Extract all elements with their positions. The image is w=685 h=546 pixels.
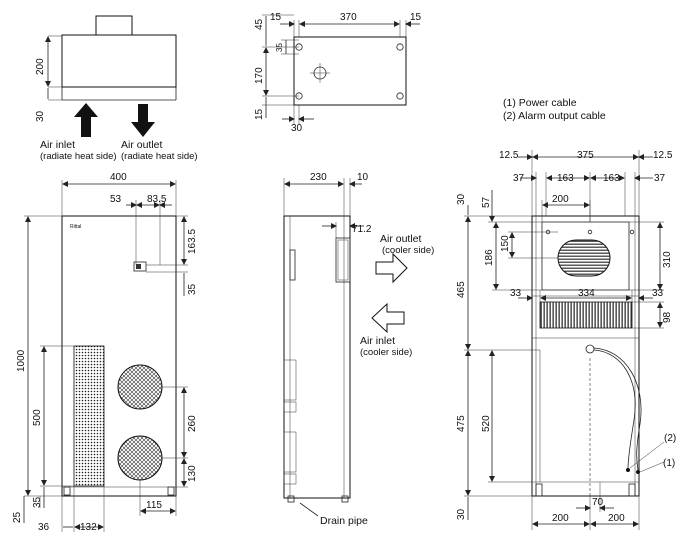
air-outlet-label: Air outlet	[121, 139, 163, 151]
side-view: 200 30 Air inlet (radiate heat side) Air…	[35, 15, 198, 162]
legend-power-cable: (1) Power cable	[503, 97, 577, 109]
dim-45-mount: 45	[254, 18, 265, 30]
dim-150-rear: 150	[500, 235, 511, 252]
unit-top-body	[61, 34, 177, 88]
dim-400-front: 400	[110, 172, 127, 183]
dim-15-mount-right: 15	[410, 12, 422, 23]
dim-370-mount: 370	[340, 12, 357, 23]
dim-83-5-front: 83.5	[147, 194, 167, 205]
dim-163-5-front: 163.5	[187, 229, 198, 254]
arrow-up-icon	[74, 103, 98, 137]
air-inlet-sub-label: (radiate heat side)	[40, 151, 117, 162]
dim-35-front-left: 35	[32, 496, 43, 508]
dim-15-mount-left: 15	[270, 12, 282, 23]
rear-fan-grille	[557, 239, 611, 277]
profile-view: 230 10 71.2 Air outlet (cooler side) Air…	[283, 172, 434, 527]
callout-2: (2)	[664, 433, 676, 444]
rear-view: (2) (1) 12.5 375 12.5 37 163 163 37 200 …	[456, 150, 676, 530]
dim-475-rear: 475	[456, 415, 467, 432]
dim-200-rear-top: 200	[552, 194, 569, 205]
dim-30-rear-top: 30	[456, 193, 467, 205]
dim-260-front: 260	[187, 415, 198, 432]
dim-163-rear-b: 163	[603, 173, 620, 184]
dim-53-front: 53	[110, 194, 122, 205]
air-inlet-cooler-sub: (cooler side)	[360, 347, 412, 358]
dim-115-front: 115	[146, 500, 162, 511]
front-view: Rittal 400 53 83.5 163.5 35	[12, 172, 198, 533]
dim-37-rear-left: 37	[513, 173, 525, 184]
display-indicator-icon	[136, 264, 141, 269]
dim-15-mount-bottom: 15	[254, 108, 265, 120]
legend: (1) Power cable (2) Alarm output cable	[503, 97, 606, 122]
power-cable	[593, 347, 642, 471]
dim-200-side: 200	[35, 58, 46, 75]
dim-200-rear-bl: 200	[552, 513, 569, 524]
dim-70-rear: 70	[592, 497, 604, 508]
drain-fitting	[287, 495, 295, 503]
dim-163-rear-a: 163	[557, 173, 574, 184]
drain-pipe-label: Drain pipe	[320, 515, 368, 527]
dim-36-front: 36	[38, 522, 50, 533]
fan-grille-lower	[117, 435, 163, 481]
top-cap	[95, 15, 133, 36]
dim-10-profile: 10	[357, 172, 369, 183]
dim-1000-front: 1000	[16, 349, 27, 372]
dim-25-front: 25	[12, 511, 23, 523]
dim-130-front: 130	[187, 465, 198, 482]
cable-gland-icon	[585, 344, 595, 354]
dim-35-mount: 35	[275, 43, 284, 52]
mount-plate	[293, 36, 407, 106]
dim-520-rear: 520	[481, 415, 492, 432]
dim-375-rear: 375	[577, 150, 594, 161]
dim-57-rear: 57	[481, 196, 492, 208]
outlet-duct	[335, 237, 351, 283]
dim-12-5-rear-right: 12.5	[653, 150, 673, 161]
brand-mark: Rittal	[70, 224, 81, 230]
dim-35-front-right: 35	[187, 283, 198, 295]
legend-alarm-cable: (2) Alarm output cable	[503, 110, 606, 122]
mount-view: 15 370 15 45 35 170 15 30	[254, 12, 422, 134]
dim-98-rear: 98	[662, 311, 673, 323]
air-outlet-sub-label: (radiate heat side)	[121, 151, 198, 162]
air-inlet-mesh	[73, 345, 105, 487]
air-outlet-cooler-label: Air outlet	[380, 233, 422, 245]
fan-grille-upper	[117, 364, 163, 410]
arrow-down-icon	[131, 104, 155, 137]
air-inlet-label: Air inlet	[40, 139, 75, 151]
dim-12-5-rear-left: 12.5	[499, 150, 519, 161]
dim-33-rear-right: 33	[652, 288, 664, 299]
dim-30-side: 30	[35, 110, 46, 122]
dim-37-rear-right: 37	[654, 173, 666, 184]
dim-30-mount: 30	[291, 123, 303, 134]
dim-186-rear: 186	[484, 249, 495, 266]
dim-30-rear-bottom: 30	[456, 508, 467, 520]
air-inlet-cooler-label: Air inlet	[360, 335, 395, 347]
alarm-cable	[593, 349, 636, 469]
air-outlet-cooler-sub: (cooler side)	[382, 245, 434, 256]
rear-vent-slots	[539, 301, 633, 329]
dim-230-profile: 230	[310, 172, 327, 183]
dim-33-rear-left: 33	[510, 288, 522, 299]
dim-334-rear: 334	[578, 288, 595, 299]
dim-500-front: 500	[32, 409, 43, 426]
callout-1: (1)	[663, 458, 675, 469]
dim-71-2-profile: 71.2	[352, 224, 372, 235]
dim-200-rear-br: 200	[608, 513, 625, 524]
display-panel	[133, 261, 147, 272]
dim-170-mount: 170	[254, 67, 265, 84]
dim-465-rear: 465	[456, 281, 467, 298]
profile-body	[283, 215, 351, 499]
top-fan-panel	[541, 221, 630, 291]
inlet-arrow-icon	[371, 302, 405, 334]
dim-310-rear: 310	[662, 251, 673, 268]
dim-132-front: 132	[80, 522, 97, 533]
outlet-arrow-icon	[375, 252, 408, 284]
